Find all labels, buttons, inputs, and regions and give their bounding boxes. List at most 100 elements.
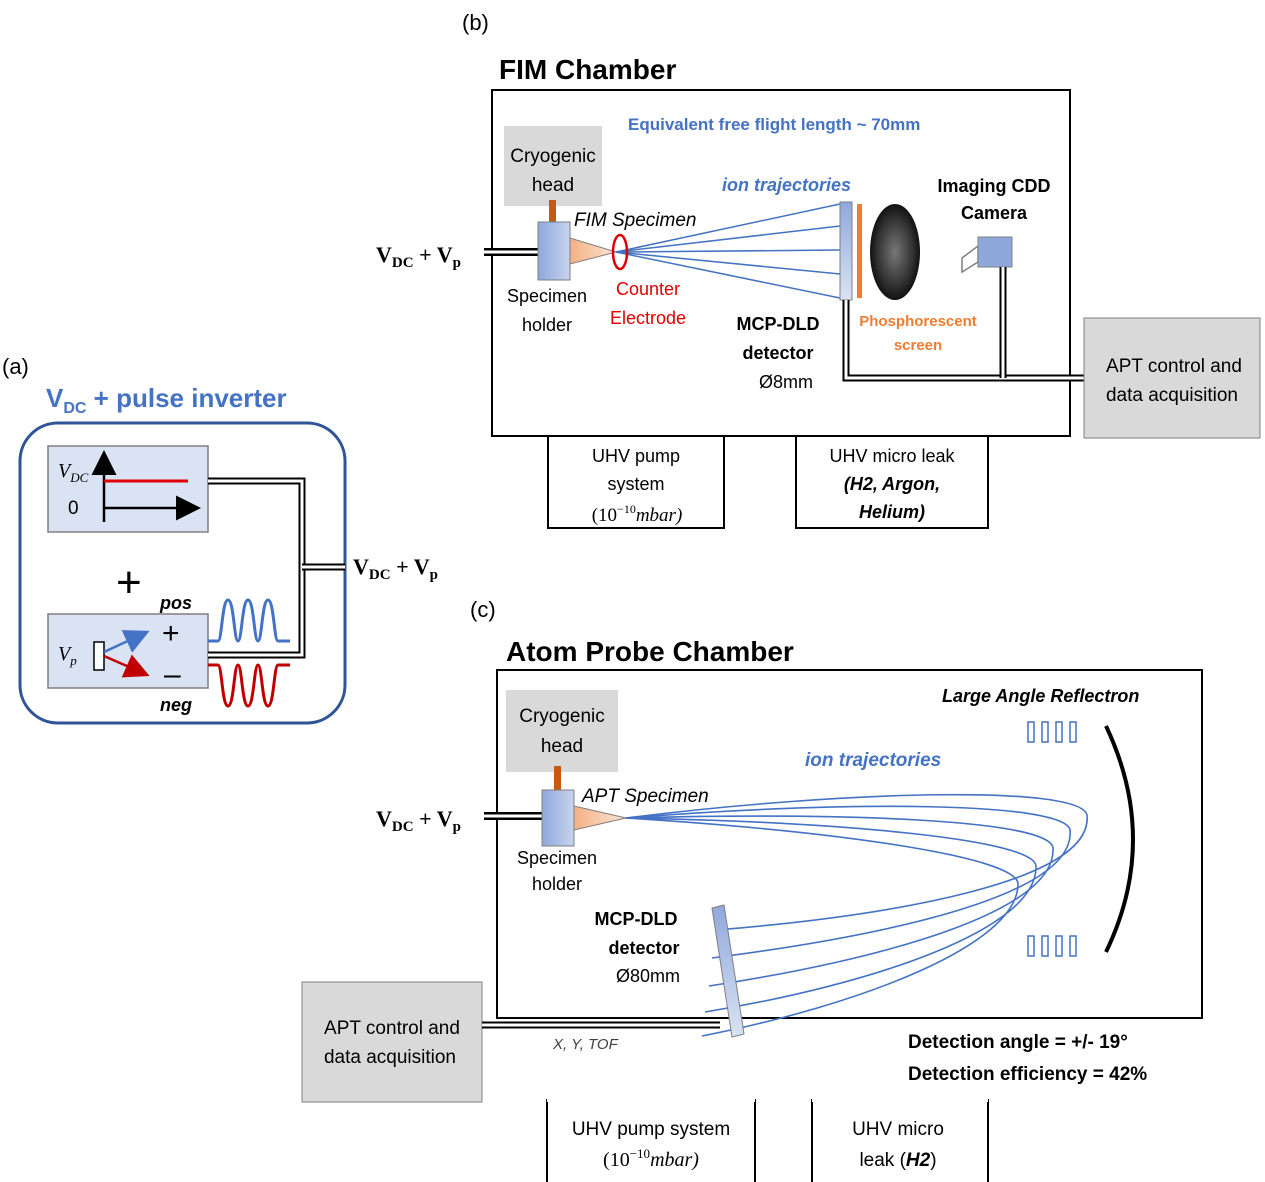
fim-leak-box xyxy=(795,436,989,529)
reflectron-ring xyxy=(1041,935,1049,957)
cryogenic-head xyxy=(504,126,602,206)
camera-icon xyxy=(977,236,1013,268)
camera-lens xyxy=(961,244,979,274)
apt-pump-line1: UHV pump system xyxy=(572,1119,730,1140)
fim-ion-trajectories xyxy=(615,203,841,299)
apt-mcp-line2: detector xyxy=(608,938,679,958)
panel-c: (c) Atom Probe Chamber Large Angle Refle… xyxy=(301,597,1203,1182)
apt-trajectory xyxy=(625,815,1054,987)
pos-arrow xyxy=(103,630,150,654)
apt-specimen-label: APT Specimen xyxy=(581,786,709,807)
flight-length-label: Equivalent free flight length ~ 70mm xyxy=(628,115,920,134)
apt-leak-line1: UHV micro xyxy=(852,1119,944,1140)
apt-cryo-line2: head xyxy=(541,736,583,757)
vp-label: Vp xyxy=(58,643,77,668)
vdc-label: VDC xyxy=(58,460,89,485)
reflectron-ring xyxy=(1027,721,1035,743)
panel-c-label: (c) xyxy=(470,597,496,622)
panel-b-label: (b) xyxy=(462,10,489,35)
output-voltage-label: VDC + Vp xyxy=(353,554,438,583)
reflectron-ring xyxy=(1055,935,1063,957)
fim-chamber-title: FIM Chamber xyxy=(499,54,676,85)
fim-holder-line1: Specimen xyxy=(507,286,587,306)
apt-cryo-line1: Cryogenic xyxy=(519,706,605,727)
apt-holder-line1: Specimen xyxy=(517,848,597,868)
reflectron-rings xyxy=(1027,721,1077,957)
apt-control-box xyxy=(301,981,483,1103)
apt-trajectory xyxy=(625,817,1019,1037)
switch-icon xyxy=(93,641,105,671)
fim-leak-line1: UHV micro leak xyxy=(829,446,955,466)
camera-line1: Imaging CDD xyxy=(937,176,1050,196)
panel-a-title: VDC + pulse inverter xyxy=(46,383,287,417)
atom-probe-chamber-title: Atom Probe Chamber xyxy=(506,636,794,667)
fim-pump-line1: UHV pump xyxy=(592,446,680,466)
fim-apt-control-box xyxy=(1083,317,1261,439)
zero-label: 0 xyxy=(68,498,79,519)
vp-box xyxy=(47,613,209,689)
fim-chamber-frame xyxy=(491,89,1071,437)
reflectron-ring xyxy=(1027,935,1035,957)
apt-specimen-holder xyxy=(541,789,575,847)
fim-trajectory xyxy=(615,203,841,253)
reflectron-mirror xyxy=(1104,725,1135,953)
pos-label: pos xyxy=(159,593,192,613)
apt-ion-trajectories xyxy=(625,793,1088,1037)
fim-mcp-detector xyxy=(839,201,853,301)
pulse-inverter-frame xyxy=(18,421,347,725)
detection-efficiency: Detection efficiency = 42% xyxy=(908,1064,1147,1085)
panel-a: (a) VDC + pulse inverter VDC 0 + Vp + – … xyxy=(2,354,438,725)
phos-line1: Phosphorescent xyxy=(859,313,977,330)
cryo-line1: Cryogenic xyxy=(510,146,596,167)
vdc-box xyxy=(47,445,209,533)
apt-pump-pressure: (10−10mbar) xyxy=(603,1146,699,1171)
detection-angle: Detection angle = +/- 19° xyxy=(908,1032,1128,1053)
apt-ion-trajectories-label: ion trajectories xyxy=(805,750,941,771)
fim-specimen-label: FIM Specimen xyxy=(574,210,696,231)
negative-pulses xyxy=(208,663,290,708)
fim-leak-line2: (H2, Argon, xyxy=(844,474,940,494)
apt-holder-line2: holder xyxy=(532,874,582,894)
reflectron-ring xyxy=(1055,721,1063,743)
fim-detector-cable xyxy=(842,300,1084,382)
fim-mcp-line1: MCP-DLD xyxy=(737,314,820,334)
cryo-line2: head xyxy=(532,175,574,196)
panel-b: (b) FIM Chamber Equivalent free flight l… xyxy=(376,10,1261,529)
fim-holder-line2: holder xyxy=(522,315,572,335)
reflectron-label: Large Angle Reflectron xyxy=(942,686,1139,706)
plus-sign: + xyxy=(116,558,142,607)
fim-pump-pressure: (10−10mbar) xyxy=(592,502,683,526)
counter-line2: Electrode xyxy=(610,308,686,328)
counter-electrode xyxy=(611,233,629,271)
fim-trajectory xyxy=(615,225,841,253)
panel-a-label: (a) xyxy=(2,354,29,379)
apt-specimen-tip xyxy=(573,805,627,831)
fim-specimen-tip xyxy=(569,237,618,265)
apt-mcp-detector xyxy=(711,904,745,1038)
apt-input-voltage: VDC + Vp xyxy=(376,806,461,835)
reflectron-ring xyxy=(1069,721,1077,743)
apt-control-line1: APT control and xyxy=(324,1018,460,1039)
apt-trajectory xyxy=(625,805,1071,959)
fim-leak-line3: Helium) xyxy=(859,502,925,522)
reflectron-ring xyxy=(1069,935,1077,957)
apt-mcp-line1: MCP-DLD xyxy=(595,909,678,929)
apt-trajectory xyxy=(625,793,1088,931)
fim-mcp-size: Ø8mm xyxy=(759,372,813,392)
apt-control-line2: data acquisition xyxy=(324,1047,456,1068)
reflectron-ring xyxy=(1041,721,1049,743)
fim-apt-line2: data acquisition xyxy=(1106,385,1238,406)
apt-cryogenic-head xyxy=(506,690,618,772)
apt-trajectory xyxy=(625,817,1037,1013)
apt-mcp-size: Ø80mm xyxy=(616,966,680,986)
phosphor-image xyxy=(870,204,920,300)
fim-trajectory xyxy=(615,249,841,253)
positive-pulses xyxy=(208,598,290,643)
fim-specimen-holder xyxy=(537,221,571,281)
phos-line2: screen xyxy=(894,337,942,354)
xytof-label: X, Y, TOF xyxy=(552,1036,619,1053)
plus-symbol: + xyxy=(162,617,180,650)
apt-cold-finger xyxy=(554,766,561,790)
fim-input-voltage: VDC + Vp xyxy=(376,242,461,271)
